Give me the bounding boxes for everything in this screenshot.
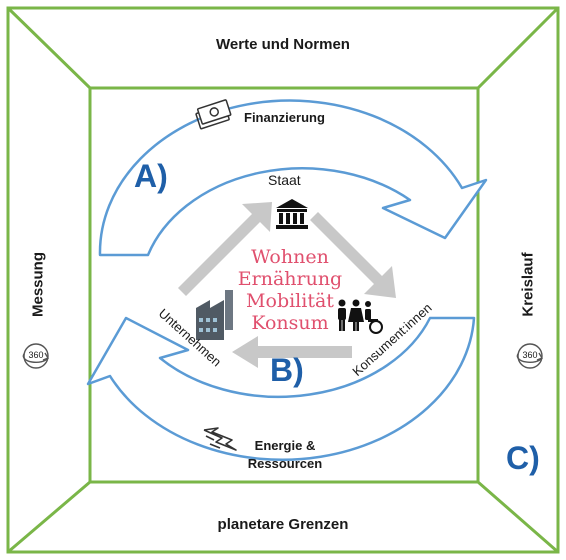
marker-a: A) (134, 158, 168, 194)
frame-label-bottom: planetare Grenzen (217, 516, 349, 533)
lightning-icon (203, 427, 237, 451)
center-word-housing: Wohnen (251, 246, 329, 268)
rotation-360-icon-right (516, 343, 544, 369)
government-building-icon (276, 199, 308, 229)
center-word-mobility: Mobilität (246, 290, 334, 312)
inner-flow-arrows (178, 202, 396, 368)
money-icon (195, 99, 232, 130)
frame-label-top: Werte und Normen (216, 36, 350, 53)
flow-label-energy-line1: Energie & (254, 438, 316, 453)
frame-border (6, 6, 560, 554)
cycle-arrow-bottom (86, 316, 476, 462)
flow-label-energy-line2: Ressourcen (247, 456, 323, 471)
factory-icon (196, 290, 233, 340)
people-icon (338, 299, 383, 334)
marker-b: B) (270, 352, 304, 388)
frame-label-left: Messung (29, 252, 47, 318)
center-word-nutrition: Ernährung (237, 268, 343, 290)
flow-label-financing: Finanzierung (244, 110, 325, 125)
rotation-360-icon-left (22, 343, 50, 369)
center-word-consumption: Konsum (251, 312, 329, 334)
frame-label-right: Kreislauf (519, 252, 537, 317)
rotation-360-label-left: 360 (28, 350, 44, 360)
rotation-360-label-right: 360 (522, 350, 538, 360)
actor-label-state: Staat (268, 172, 301, 188)
cycle-arrow-top (98, 99, 488, 257)
marker-c: C) (506, 440, 540, 476)
